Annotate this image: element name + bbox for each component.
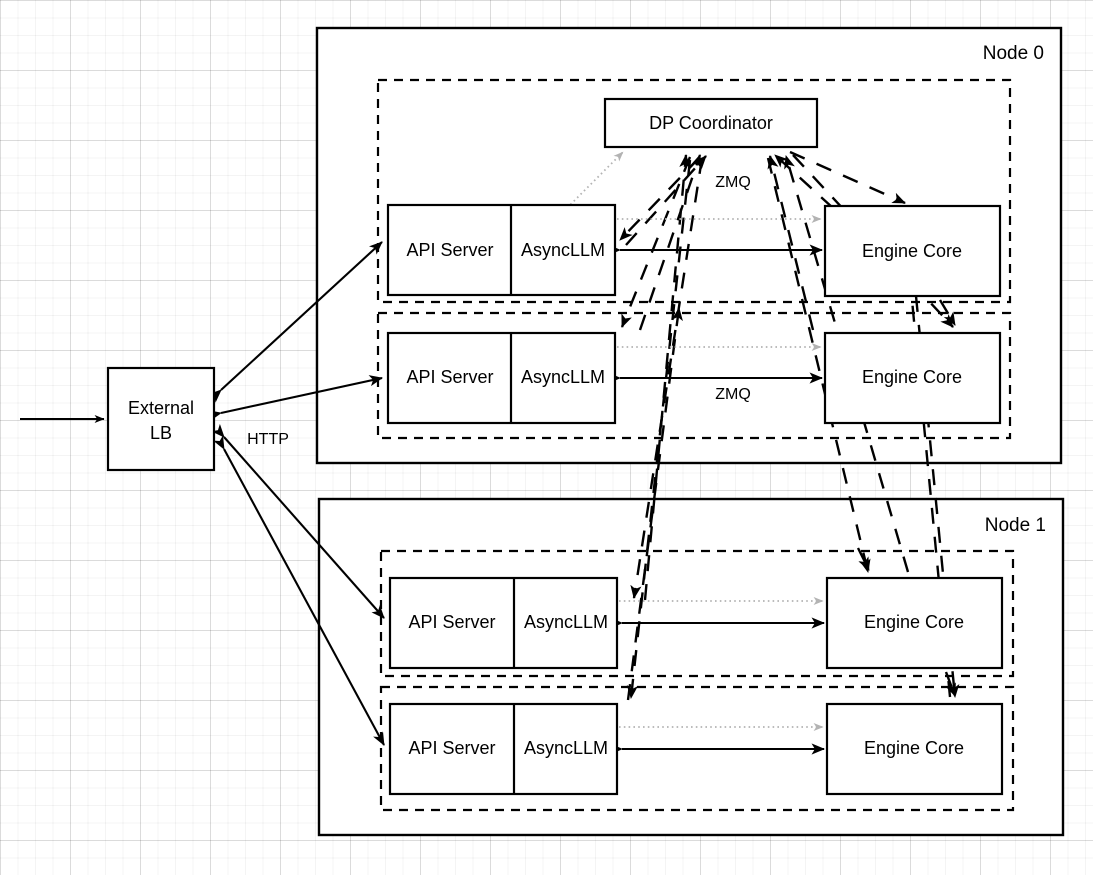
http-label: HTTP <box>247 431 289 448</box>
node1-api-server-1[interactable]: API Server AsyncLLM <box>388 702 619 796</box>
edge-coordinator-to-n1ec0 <box>766 157 871 573</box>
node1-engine-core-0[interactable]: Engine Core <box>825 576 1004 670</box>
node0-api-server-0-box[interactable] <box>386 203 617 297</box>
node-1-dp-group-0 <box>379 549 1015 678</box>
node0-asyncllm-0-label: AsyncLLM <box>521 240 605 260</box>
node1-engine-core-0-box[interactable] <box>825 576 1004 670</box>
node1-asyncllm-1-label: AsyncLLM <box>524 738 608 758</box>
node1-api-server-0[interactable]: API Server AsyncLLM <box>388 576 619 670</box>
node0-api-server-1[interactable]: API Server AsyncLLM <box>386 331 617 425</box>
edge-lb-node0-api1 <box>207 375 383 422</box>
node1-engine-core-1-label: Engine Core <box>864 738 964 758</box>
edge-dashed-into-ec01 <box>938 299 957 326</box>
node-0-label: Node 0 <box>983 43 1044 64</box>
node0-engine-core-0-label: Engine Core <box>862 241 962 261</box>
external-lb-label-line1: External <box>128 398 194 418</box>
node1-api-server-1-label: API Server <box>408 738 495 758</box>
node0-zmq-label-0: ZMQ <box>715 174 751 191</box>
node0-api-server-1-box[interactable] <box>386 331 617 425</box>
node0-api-server-0-label: API Server <box>406 240 493 260</box>
edge-lb-node0-api0 <box>208 241 383 403</box>
edge-async00-to-coordinator <box>625 155 707 246</box>
node0-asyncllm-1-label: AsyncLLM <box>521 367 605 387</box>
edge-dotted-async00-to-coordinator <box>566 151 624 209</box>
node-1-dp-group-1 <box>379 685 1015 812</box>
node0-engine-core-1-box[interactable] <box>823 331 1002 425</box>
node0-zmq-label-1: ZMQ <box>715 386 751 403</box>
dp-coordinator[interactable]: DP Coordinator <box>603 97 819 149</box>
node1-api-server-1-box[interactable] <box>388 702 619 796</box>
node1-api-server-0-box[interactable] <box>388 576 619 670</box>
node0-engine-core-1-label: Engine Core <box>862 367 962 387</box>
node-0-dp-group-1 <box>376 311 1012 440</box>
edge-ec1-to-coordinator <box>767 155 815 331</box>
node0-api-server-0[interactable]: API Server AsyncLLM <box>386 203 617 297</box>
edge-lb-node1-api1 <box>213 435 385 746</box>
node1-engine-core-1[interactable]: Engine Core <box>825 702 1004 796</box>
edge-dashed-into-n1ec1 <box>944 671 957 697</box>
node-1-label: Node 1 <box>985 515 1046 536</box>
node1-asyncllm-0-label: AsyncLLM <box>524 612 608 632</box>
node0-engine-core-1[interactable]: Engine Core <box>823 331 1002 425</box>
edge-async01-to-coordinator <box>638 154 702 331</box>
external-lb[interactable]: External LB <box>106 366 216 472</box>
dp-coordinator-box[interactable] <box>603 97 819 149</box>
node-0-dp-group-0 <box>376 78 1012 304</box>
external-lb-label-line2: LB <box>150 423 172 443</box>
external-lb-box[interactable] <box>106 366 216 472</box>
dp-coordinator-label: DP Coordinator <box>649 113 773 133</box>
node1-engine-core-1-box[interactable] <box>825 702 1004 796</box>
edge-dashed-into-n1ec0 <box>856 547 871 571</box>
node0-engine-core-0[interactable]: Engine Core <box>823 204 1002 298</box>
node1-engine-core-0-label: Engine Core <box>864 612 964 632</box>
node0-engine-core-0-box[interactable] <box>823 204 1002 298</box>
edge-coordinator-to-async00 <box>619 156 701 241</box>
edge-coordinator-to-async01 <box>620 156 692 328</box>
node1-api-server-0-label: API Server <box>408 612 495 632</box>
node0-api-server-1-label: API Server <box>406 367 493 387</box>
edge-coordinator-to-ec0 <box>789 150 906 205</box>
